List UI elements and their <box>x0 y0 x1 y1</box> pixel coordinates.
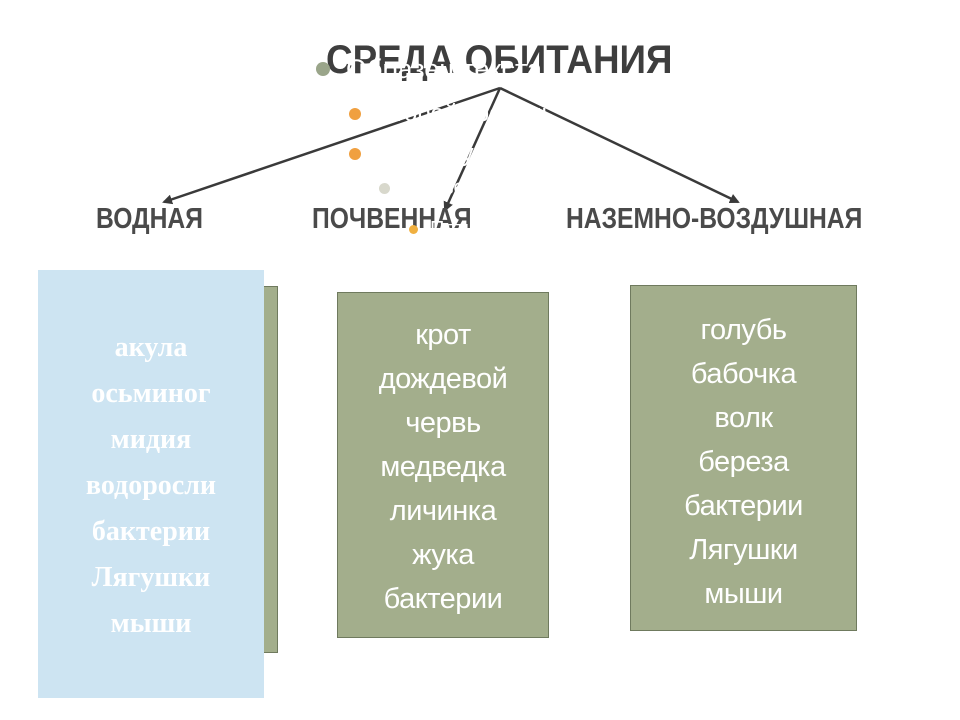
water-item: Лягушки <box>91 562 211 593</box>
soil-item: жука <box>412 539 474 571</box>
soil-item: крот <box>415 319 471 351</box>
soil-item: дождевой <box>378 363 508 395</box>
water-item: акула <box>114 332 188 363</box>
water-item: водоросли <box>85 470 217 501</box>
soil-item: личинка <box>389 495 497 527</box>
bullet-level3-icon <box>349 148 361 160</box>
placeholder-line-2: Второй уровень <box>378 100 555 127</box>
placeholder-line-5: Пятый уровень <box>430 218 571 240</box>
land-item: бабочка <box>690 358 797 390</box>
land-item: бактерии <box>684 490 803 522</box>
bullet-level1-icon <box>316 62 330 76</box>
bullet-level2-icon <box>349 108 361 120</box>
arrow-to-soil <box>443 87 502 212</box>
category-land: НАЗЕМНО-ВОЗДУШНАЯ <box>566 203 863 235</box>
placeholder-line-4: Четвертый уровень <box>408 176 598 199</box>
soil-item: медведка <box>380 451 506 483</box>
bullet-level4-icon <box>379 183 390 194</box>
land-item: Лягушки <box>689 534 798 566</box>
soil-item: червь <box>405 407 481 439</box>
placeholder-line-1: Образец текста <box>346 54 543 84</box>
land-air-organisms-box: голубь бабочка волк береза бактерии Лягу… <box>630 285 857 631</box>
placeholder-line-3: Третий уровень <box>378 140 552 167</box>
land-item: береза <box>698 446 789 478</box>
bullet-level5-icon <box>409 225 418 234</box>
diagram-title: СРЕДА ОБИТАНИЯ <box>326 38 673 82</box>
category-soil: ПОЧВЕННАЯ <box>312 203 472 235</box>
land-item: голубь <box>700 314 787 346</box>
water-item: бактерии <box>91 516 211 547</box>
arrow-to-water <box>162 86 501 205</box>
land-item: волк <box>714 402 773 434</box>
category-water: ВОДНАЯ <box>96 203 203 235</box>
water-item: мыши <box>110 608 192 639</box>
water-organisms-box: акула осьминог мидия водоросли бактерии … <box>38 270 264 698</box>
land-item: мыши <box>704 578 783 610</box>
water-item: осьминог <box>91 378 211 409</box>
arrow-to-land <box>499 86 740 204</box>
soil-organisms-box: крот дождевой червь медведка личинка жук… <box>337 292 549 638</box>
soil-item: бактерии <box>383 583 503 615</box>
water-item: мидия <box>110 424 192 455</box>
